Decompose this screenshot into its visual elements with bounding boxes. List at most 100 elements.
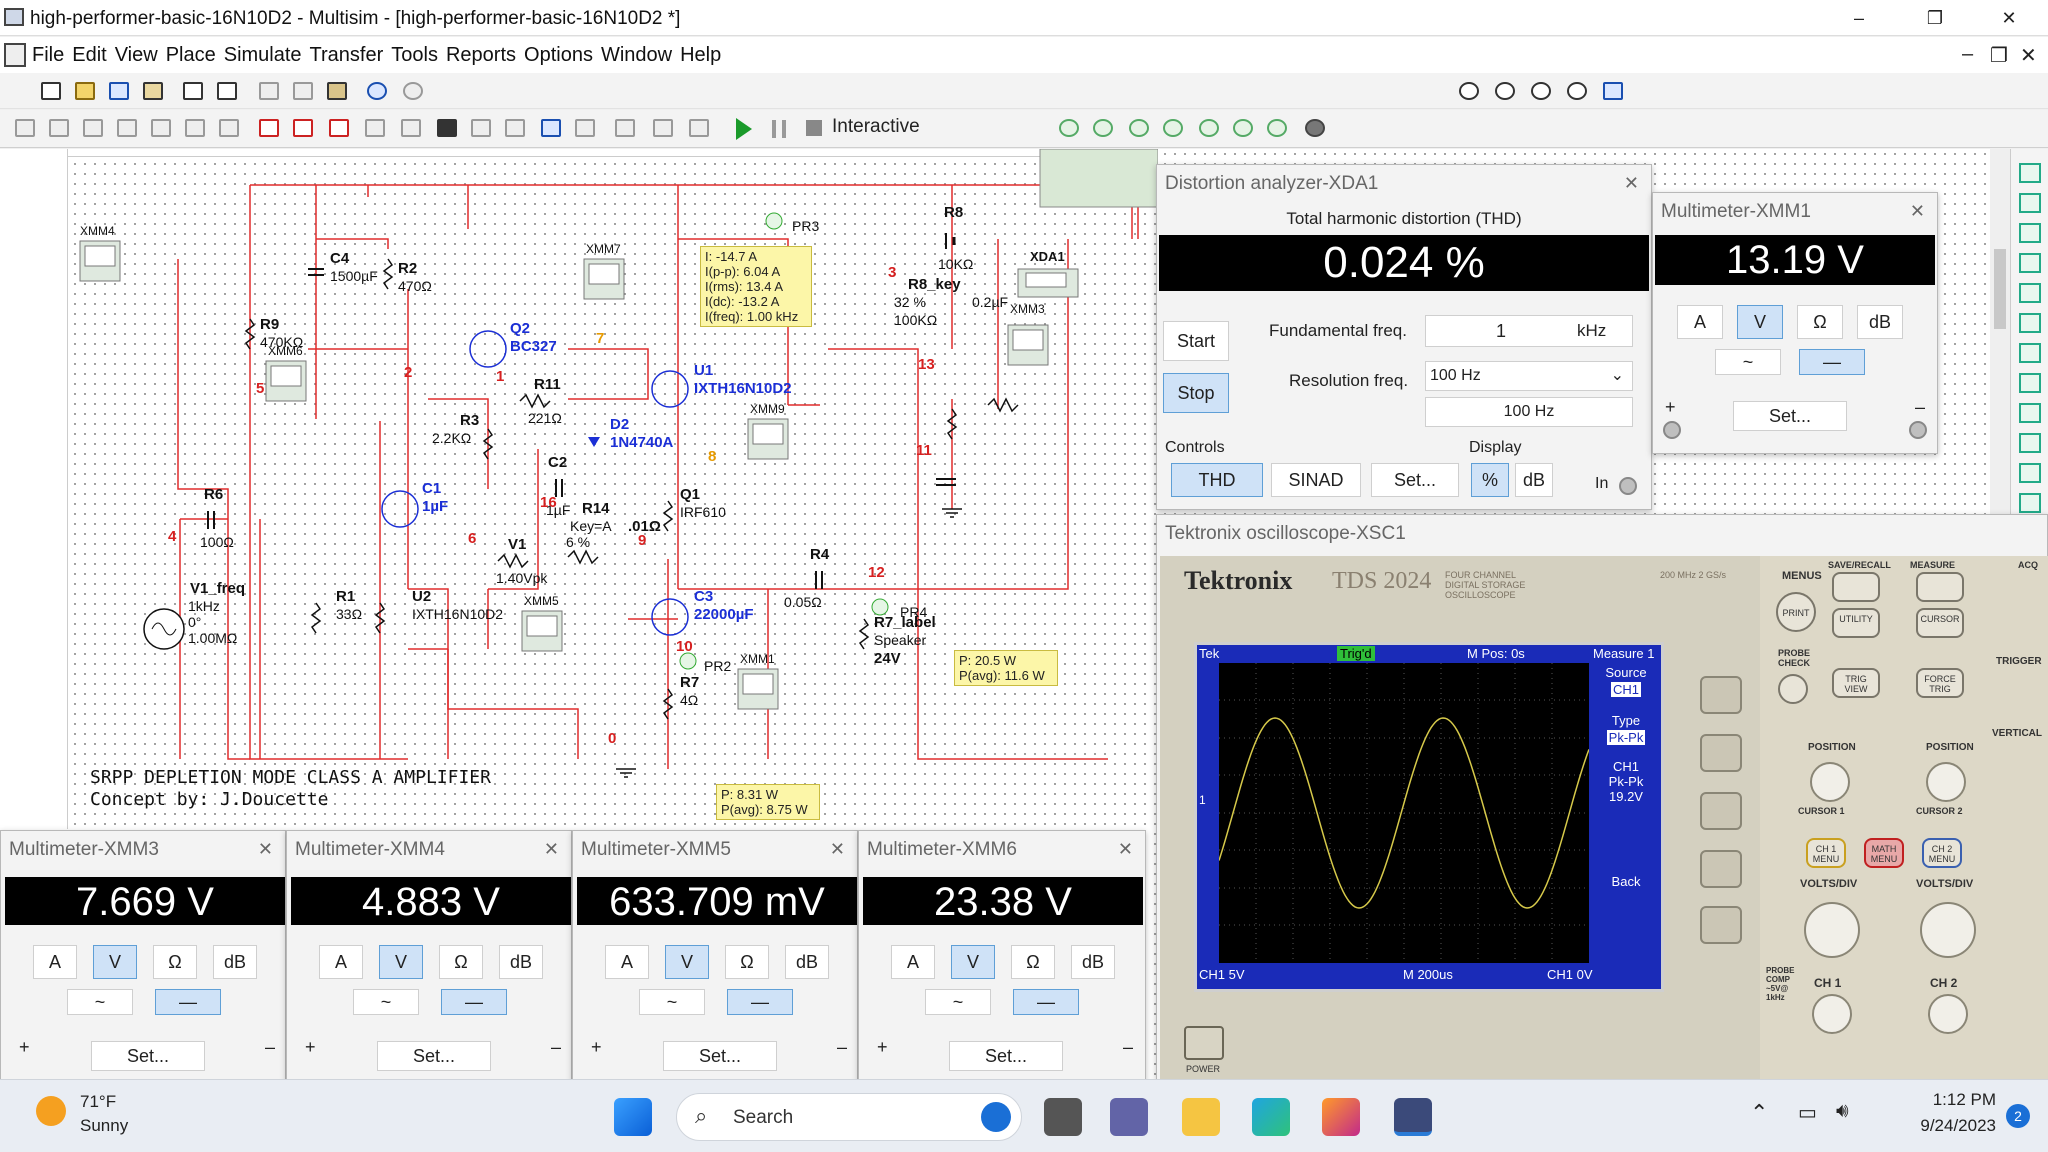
- menu-help[interactable]: Help: [680, 44, 722, 66]
- probe-reference-icon[interactable]: [1264, 116, 1290, 140]
- xmm3-voltmeter-button[interactable]: V: [93, 945, 137, 979]
- new-file-icon[interactable]: [38, 79, 64, 103]
- xmm7-instrument[interactable]: XMM7: [583, 242, 625, 300]
- xmm4-ac-button[interactable]: ~: [353, 989, 419, 1015]
- multisim-taskbar-icon[interactable]: [1394, 1098, 1432, 1136]
- bing-icon[interactable]: [981, 1102, 1011, 1132]
- xmm5-dc-button[interactable]: —: [727, 989, 793, 1015]
- xmm5-ohmmeter-button[interactable]: Ω: [725, 945, 769, 979]
- menu-option-button-1[interactable]: [1700, 676, 1742, 714]
- xmm6-instrument[interactable]: XMM6: [265, 344, 307, 402]
- place-misc-icon[interactable]: [398, 116, 424, 140]
- wattmeter-tool-icon[interactable]: [2019, 223, 2041, 243]
- place-mixed-icon[interactable]: [290, 116, 316, 140]
- place-ni-icon[interactable]: [538, 116, 564, 140]
- place-basic-icon[interactable]: [46, 116, 72, 140]
- undo-icon[interactable]: [364, 79, 390, 103]
- place-ladder-icon[interactable]: [612, 116, 638, 140]
- bode-plotter-tool-icon[interactable]: [2019, 313, 2041, 333]
- oscilloscope-tool-icon[interactable]: [2019, 253, 2041, 273]
- xmm3-close-button[interactable]: ✕: [257, 839, 273, 859]
- paste-icon[interactable]: [324, 79, 350, 103]
- measure-button[interactable]: [1916, 572, 1964, 602]
- xmm4-db-button[interactable]: dB: [499, 945, 543, 979]
- pause-simulation-icon[interactable]: [772, 120, 786, 138]
- r5-resistor[interactable]: R1 33Ω: [310, 588, 362, 634]
- xmm3-instrument[interactable]: XMM3: [1007, 302, 1049, 366]
- firefox-icon[interactable]: [1322, 1098, 1360, 1136]
- save-icon[interactable]: [140, 79, 166, 103]
- print-preview-icon[interactable]: [214, 79, 240, 103]
- probe-current-icon[interactable]: [1090, 116, 1116, 140]
- windows-start-icon[interactable]: [614, 1098, 652, 1136]
- print-icon[interactable]: [180, 79, 206, 103]
- place-hierarchical-icon[interactable]: [650, 116, 676, 140]
- redo-icon[interactable]: [400, 79, 426, 103]
- xmm5-close-button[interactable]: ✕: [829, 839, 845, 859]
- xmm4-close-button[interactable]: ✕: [543, 839, 559, 859]
- r14-potentiometer[interactable]: R14 Key=A 6 % .01Ω: [566, 500, 661, 565]
- file-explorer-icon[interactable]: [1182, 1098, 1220, 1136]
- place-analog-icon[interactable]: [148, 116, 174, 140]
- xmm1-minus-terminal-icon[interactable]: [1909, 421, 1927, 439]
- xmm6-dc-button[interactable]: —: [1013, 989, 1079, 1015]
- zoom-area-icon[interactable]: [1528, 79, 1554, 103]
- menu-edit[interactable]: Edit: [72, 44, 107, 66]
- menu-option-button-2[interactable]: [1700, 734, 1742, 772]
- ch2-bnc-connector[interactable]: [1928, 994, 1968, 1034]
- place-transistor-icon[interactable]: [114, 116, 140, 140]
- distortion-analyzer-tool-icon[interactable]: [2019, 493, 2041, 513]
- place-ttl-icon[interactable]: [182, 116, 208, 140]
- probe-vi-icon[interactable]: [1196, 116, 1222, 140]
- open-folder-icon[interactable]: [72, 79, 98, 103]
- xmm6-set-button[interactable]: Set...: [949, 1041, 1063, 1071]
- xmm1-ammeter-button[interactable]: A: [1677, 305, 1723, 339]
- xmm1-voltmeter-button[interactable]: V: [1737, 305, 1783, 339]
- probe-power-icon[interactable]: [1126, 116, 1152, 140]
- probe-digital-icon[interactable]: [1230, 116, 1256, 140]
- volume-icon[interactable]: 🔊︎: [1836, 1100, 1849, 1122]
- xmm3-ac-button[interactable]: ~: [67, 989, 133, 1015]
- doc-restore-button[interactable]: ❐: [1990, 45, 2008, 67]
- cursor-button[interactable]: CURSOR: [1916, 608, 1964, 638]
- c3-capacitor[interactable]: R4 0.05Ω: [784, 546, 830, 610]
- force-trig-button[interactable]: FORCE TRIG: [1916, 668, 1964, 698]
- frequency-counter-tool-icon[interactable]: [2019, 343, 2041, 363]
- ch1-bnc-connector[interactable]: [1812, 994, 1852, 1034]
- trig-view-button[interactable]: TRIG VIEW: [1832, 668, 1880, 698]
- weather-sun-icon[interactable]: [36, 1096, 66, 1126]
- xmm3-ohmmeter-button[interactable]: Ω: [153, 945, 197, 979]
- type-value[interactable]: Pk-Pk: [1606, 730, 1646, 745]
- xmm3-ammeter-button[interactable]: A: [33, 945, 77, 979]
- ch1-volts-div-knob[interactable]: [1804, 902, 1860, 958]
- zoom-in-icon[interactable]: [1456, 79, 1482, 103]
- r2-resistor[interactable]: R2 470Ω: [382, 258, 432, 294]
- xmm1-close-button[interactable]: ✕: [1909, 201, 1925, 221]
- simulation-mode-label[interactable]: Interactive: [832, 116, 920, 137]
- resolution-freq-select[interactable]: 100 Hz ⌄: [1425, 361, 1633, 391]
- r11-resistor[interactable]: R11 221Ω: [519, 376, 562, 426]
- ch2-position-knob[interactable]: [1926, 762, 1966, 802]
- xmm1-ohmmeter-button[interactable]: Ω: [1797, 305, 1843, 339]
- stop-button[interactable]: Stop: [1163, 373, 1229, 413]
- xmm6-db-button[interactable]: dB: [1071, 945, 1115, 979]
- menu-file[interactable]: File: [32, 44, 65, 66]
- save-recall-button[interactable]: [1832, 572, 1880, 602]
- taskbar-search-box[interactable]: ⌕ Search: [676, 1093, 1022, 1141]
- zoom-out-icon[interactable]: [1492, 79, 1518, 103]
- sinad-mode-button[interactable]: SINAD: [1271, 463, 1361, 497]
- doc-minimize-button[interactable]: –: [1962, 43, 1974, 65]
- probe-voltage-icon[interactable]: [1056, 116, 1082, 140]
- menu-place[interactable]: Place: [165, 44, 216, 66]
- xmm1-dc-button[interactable]: —: [1799, 349, 1865, 375]
- place-connector-icon[interactable]: [572, 116, 598, 140]
- c2-capacitor[interactable]: C2 1µF: [546, 454, 570, 518]
- print-button[interactable]: PRINT: [1776, 592, 1816, 632]
- xmm1-ac-button[interactable]: ~: [1715, 349, 1781, 375]
- word-generator-tool-icon[interactable]: [2019, 373, 2041, 393]
- minimize-button[interactable]: –: [1853, 8, 1864, 28]
- teams-chat-icon[interactable]: [1110, 1098, 1148, 1136]
- weather-temp[interactable]: 71°F: [80, 1092, 117, 1111]
- ch2-menu-button[interactable]: CH 2 MENU: [1922, 838, 1962, 868]
- menu-window[interactable]: Window: [600, 44, 673, 66]
